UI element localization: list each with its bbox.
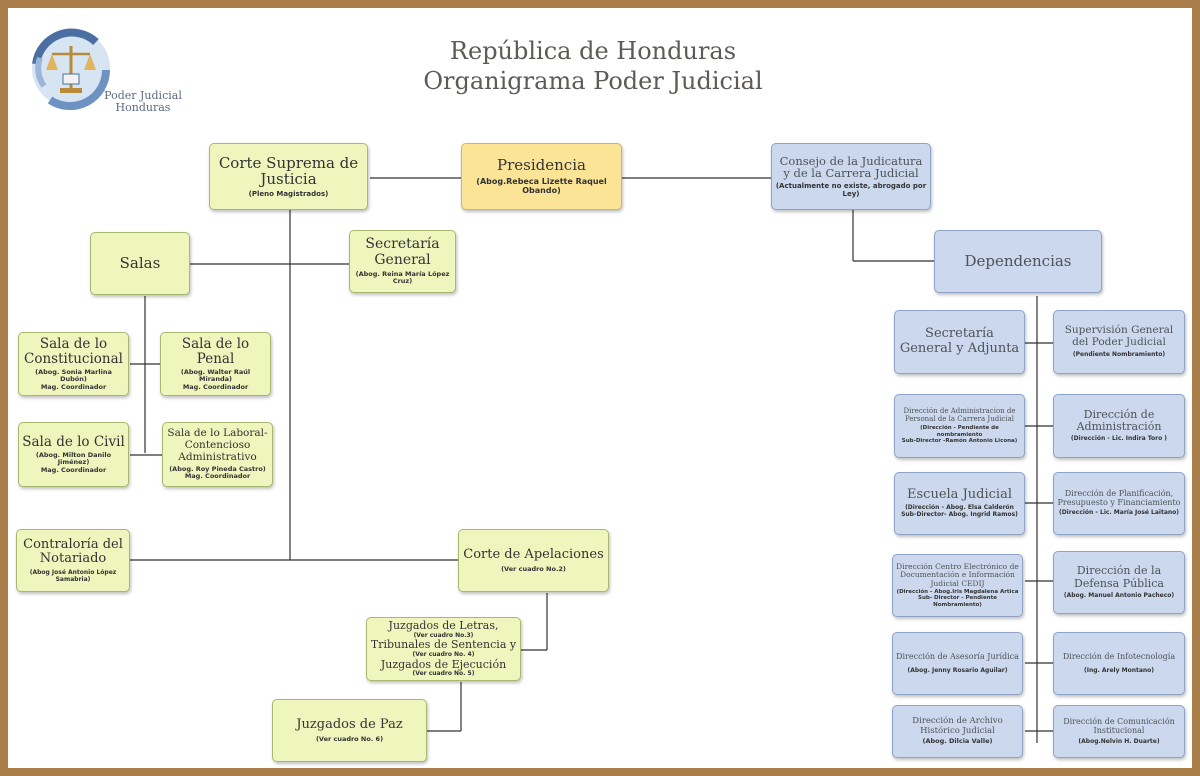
sala-constitucional-sub1: (Abog. Sonia Marlina Dubón) [35,367,112,384]
juzgados-paz-sub: (Ver cuadro No. 6) [315,734,384,743]
sala-civil-sub1: (Abog. Milton Danilo Jiménez) [35,450,112,467]
presidencia-title: Presidencia [497,156,586,175]
contraloria-sub: (Abog José Antonio López Samabria) [29,568,117,583]
box-sala-constitucional[interactable]: Sala de lo Constitucional (Abog. Sonia M… [18,332,129,396]
escuela-title: Escuela Judicial [907,487,1012,503]
box-juzgados-paz[interactable]: Juzgados de Paz (Ver cuadro No. 6) [272,699,427,762]
logo-line1: Poder Judicial [104,89,182,102]
box-dependencias[interactable]: Dependencias [934,230,1102,293]
organigram-frame: Poder Judicial Honduras República de Hon… [8,8,1192,768]
defensa-title: Dirección de la Defensa Pública [1074,564,1164,590]
box-infotecnologia[interactable]: Dirección de Infotecnología (Ing. Arely … [1053,632,1185,695]
supervision-title: Supervisión General del Poder Judicial [1064,324,1174,349]
juzgados-line1: Juzgados de Letras, [388,619,499,633]
corte-apelaciones-title: Corte de Apelaciones [463,546,604,562]
asesoria-title: Dirección de Asesoría Jurídica [896,651,1019,661]
sala-constitucional-sub2: Mag. Coordinador [40,382,107,391]
dir-personal-sub2: Sub-Director -Ramón Antonio Licona) [901,437,1018,444]
cedij-sub2: Sub- Director - Pendiente Nombramiento) [918,595,997,608]
juzgados-note2: (Ver cuadro No. 4) [412,650,475,658]
juzgados-note3: (Ver cuadro No. 5) [412,669,475,677]
cedij-sub1: (Dirección - Abog.Iris Magdalena Artica [896,589,1019,596]
secretaria-general-sub: (Abog. Reina María López Cruz) [355,269,450,286]
juzgados-line3: Juzgados de Ejecución [380,657,507,671]
box-sala-penal[interactable]: Sala de lo Penal (Abog. Walter Raúl Mira… [160,332,271,396]
corte-apelaciones-sub: (Ver cuadro No.2) [501,564,566,573]
corte-suprema-title: Corte Suprema de Justicia [218,153,359,189]
box-dir-planificacion[interactable]: Dirección de Planificación, Presupuesto … [1053,472,1185,535]
box-sala-laboral[interactable]: Sala de lo Laboral-Contencioso Administr… [162,422,273,487]
connector-lines [130,177,1053,743]
box-corte-apelaciones[interactable]: Corte de Apelaciones (Ver cuadro No.2) [458,529,609,592]
dir-personal-title: Dirección de Administracion de Personal … [903,406,1016,423]
comunicacion-title: Dirección de Comunicación Institucional [1063,716,1175,735]
infotecnologia-title: Dirección de Infotecnología [1062,651,1176,661]
box-sala-civil[interactable]: Sala de lo Civil (Abog. Milton Danilo Ji… [18,422,129,487]
salas-title: Salas [119,254,161,273]
logo-text: Poder Judicial Honduras [103,90,183,113]
box-juzgados-letras[interactable]: Juzgados de Letras, (Ver cuadro No.3) Tr… [366,617,521,681]
sala-civil-sub2: Mag. Coordinador [40,465,107,474]
asesoria-sub: (Abog. Jenny Rosario Aguilar) [907,666,1008,674]
dir-administracion-sub: (Dirección - Lic. Indira Toro ) [1070,435,1168,443]
juzgados-line2: Tribunales de Sentencia y [370,638,517,652]
escuela-sub2: Sub-Director- Abog. Ingrid Ramos) [901,510,1018,518]
box-corte-suprema[interactable]: Corte Suprema de Justicia (Pleno Magistr… [209,143,368,210]
box-supervision-general[interactable]: Supervisión General del Poder Judicial (… [1053,310,1185,374]
presidencia-sub: (Abog.Rebeca Lizette Raquel Obando) [476,177,607,196]
box-cedij[interactable]: Dirección Centro Electrónico de Document… [892,554,1023,617]
dependencias-title: Dependencias [964,252,1072,271]
box-consejo-judicatura[interactable]: Consejo de la Judicatura y de la Carrera… [771,143,931,210]
escuela-sub1: (Dirección - Abog. Elsa Calderón [905,503,1014,511]
cedij-title: Dirección Centro Electrónico de Document… [896,561,1019,588]
contraloria-title: Contraloría del Notariado [23,536,123,567]
box-comunicacion-institucional[interactable]: Dirección de Comunicación Institucional … [1053,705,1185,758]
sala-laboral-sub2: Mag. Coordinador [184,472,251,481]
corte-suprema-sub: (Pleno Magistrados) [248,190,329,199]
poder-judicial-logo [32,28,111,111]
sala-civil-title: Sala de lo Civil [22,433,125,450]
box-archivo-historico[interactable]: Dirección de Archivo Histórico Judicial … [892,705,1023,758]
box-asesoria-juridica[interactable]: Dirección de Asesoría Jurídica (Abog. Je… [892,632,1023,695]
logo-line2: Honduras [115,100,171,114]
sala-constitucional-title: Sala de lo Constitucional [23,335,123,367]
box-secretaria-general[interactable]: Secretaría General (Abog. Reina María Ló… [349,230,456,293]
box-presidencia[interactable]: Presidencia (Abog.Rebeca Lizette Raquel … [461,143,622,210]
sala-penal-title: Sala de lo Penal [181,335,250,367]
sala-laboral-sub1: (Abog. Roy Pineda Castro) [169,464,266,473]
sala-laboral-title: Sala de lo Laboral-Contencioso Administr… [167,427,268,463]
supervision-sub: (Pendiente Nombramiento) [1072,350,1166,358]
comunicacion-sub: (Abog.Nelvin H. Duarte) [1078,737,1160,745]
archivo-title: Dirección de Archivo Histórico Judicial [912,716,1003,736]
juzgados-paz-title: Juzgados de Paz [296,716,403,732]
dir-planificacion-title: Dirección de Planificación, Presupuesto … [1057,489,1181,508]
box-contraloria-notariado[interactable]: Contraloría del Notariado (Abog José Ant… [16,529,130,592]
sec-gen-adjunta-title: Secretaría General y Adjunta [899,326,1020,356]
archivo-sub: (Abog. Dilcia Valle) [922,737,993,746]
box-salas[interactable]: Salas [90,232,190,295]
box-escuela-judicial[interactable]: Escuela Judicial (Dirección - Abog. Elsa… [894,472,1025,535]
consejo-sub: (Actualmente no existe, abrogado por Ley… [775,182,927,199]
page-title: República de Honduras Organigrama Poder … [358,36,828,97]
dir-administracion-title: Dirección de Administración [1076,407,1162,434]
infotecnologia-sub: (Ing. Arely Montano) [1083,666,1155,674]
box-defensa-publica[interactable]: Dirección de la Defensa Pública (Abog. M… [1053,551,1185,614]
sala-penal-sub1: (Abog. Walter Raúl Miranda) [180,367,251,384]
juzgados-note1: (Ver cuadro No.3) [413,631,474,639]
box-secretaria-general-adjunta[interactable]: Secretaría General y Adjunta [894,310,1025,374]
dir-planificacion-sub: (Dirección - Lic. María José Laitano) [1058,509,1180,516]
defensa-sub: (Abog. Manuel Antonio Pacheco) [1063,591,1175,599]
box-dir-administracion[interactable]: Dirección de Administración (Dirección -… [1053,394,1185,458]
secretaria-general-title: Secretaría General [365,236,440,269]
box-dir-personal[interactable]: Dirección de Administracion de Personal … [894,394,1025,458]
dir-personal-sub1: (Dirección - Pendiente de nombramiento [920,425,999,438]
title-line2: Organigrama Poder Judicial [423,67,763,96]
consejo-title: Consejo de la Judicatura y de la Carrera… [779,153,923,181]
sala-penal-sub2: Mag. Coordinador [182,382,249,391]
title-line1: República de Honduras [449,37,737,65]
